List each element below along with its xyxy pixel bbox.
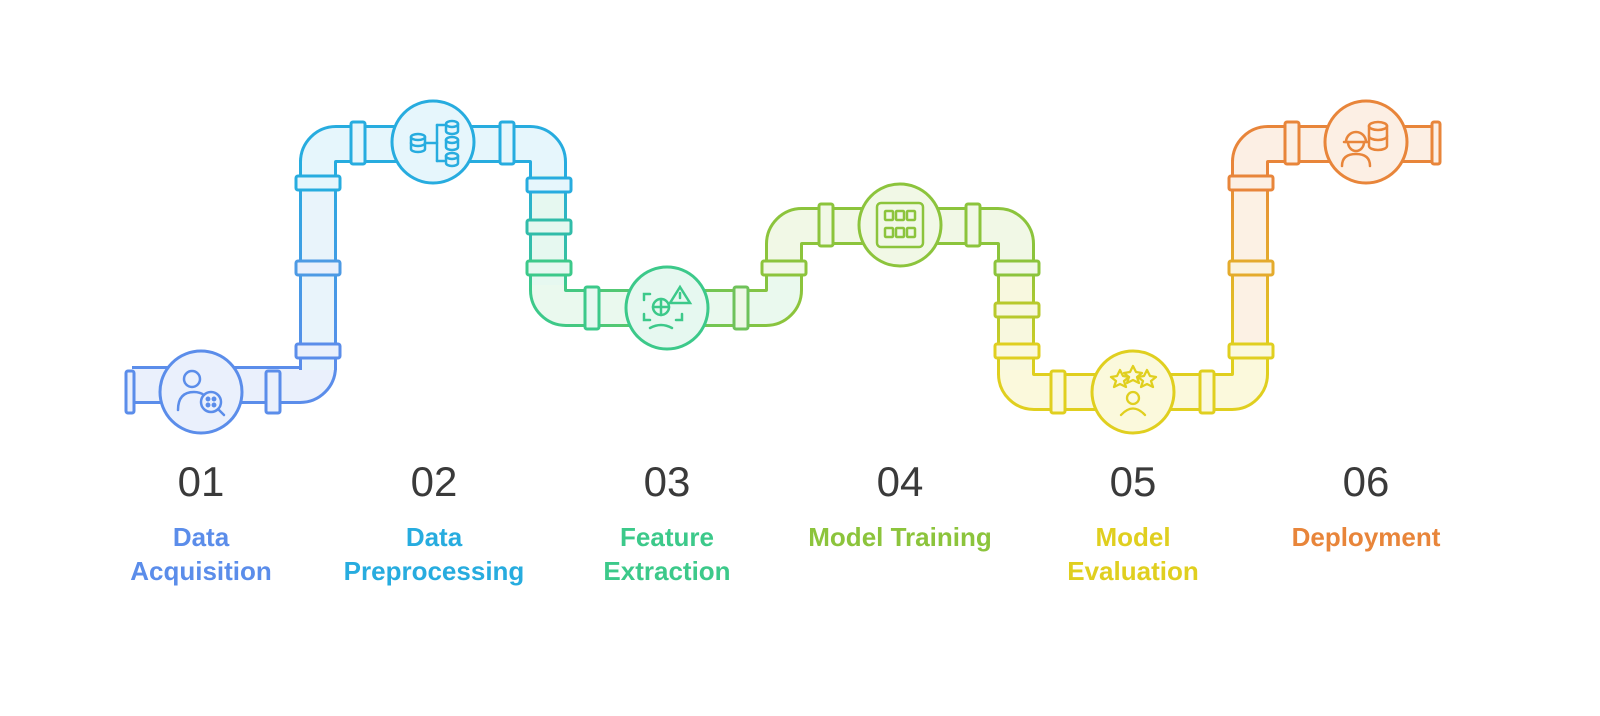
step-4-label: Model Training <box>808 522 992 552</box>
pipe-riser-4 <box>1231 160 1269 355</box>
pipe-flanges <box>264 120 1301 415</box>
step-3-number: 03 <box>643 458 691 505</box>
grid-board-icon <box>875 201 925 249</box>
user-search-icon <box>176 369 226 417</box>
step-4-number: 04 <box>876 458 924 505</box>
step-1-label: Data Acquisition <box>130 522 272 586</box>
step-2-label: Data Preprocessing <box>343 522 525 586</box>
pipe-end-cap-left <box>124 369 136 415</box>
step-4-node <box>857 182 943 268</box>
step-1-number: 01 <box>177 458 225 505</box>
pipe-end-cap-right <box>1430 120 1442 166</box>
pipe-collars <box>294 174 1275 360</box>
pipe-segment-6 <box>1231 125 1436 175</box>
step-3-node <box>624 265 710 351</box>
step-6-node <box>1323 99 1409 185</box>
step-5-node <box>1090 349 1176 435</box>
step-2-number: 02 <box>410 458 458 505</box>
step-5-label: Model Evaluation <box>1067 522 1199 586</box>
step-3-label: Feature Extraction <box>603 522 731 586</box>
step-6-label: Deployment <box>1291 522 1441 552</box>
database-flow-icon <box>409 119 460 168</box>
star-rating-icon <box>1109 364 1158 417</box>
engineer-database-icon <box>1340 120 1389 168</box>
step-5-number: 05 <box>1109 458 1157 505</box>
step-1-node <box>158 349 244 435</box>
step-2-node <box>390 99 476 185</box>
step-6-number: 06 <box>1342 458 1390 505</box>
feature-detect-icon <box>642 284 693 330</box>
